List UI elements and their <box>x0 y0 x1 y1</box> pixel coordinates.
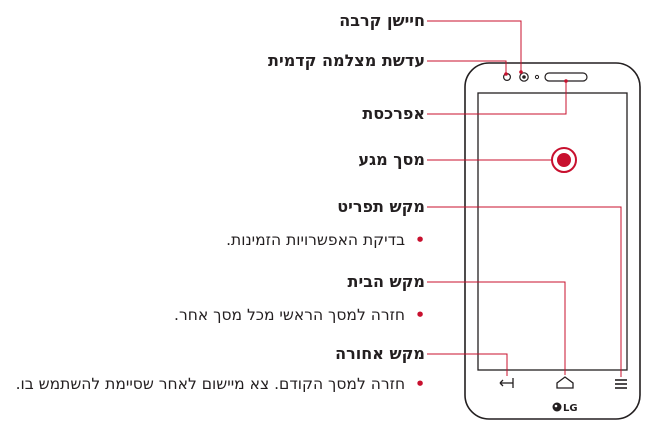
touch-target-inner <box>557 153 571 167</box>
proximity-sensor-label: חיישן קרבה <box>339 11 425 30</box>
bullet-icon: • <box>415 231 425 249</box>
earpiece-label: אפרכסת <box>362 104 425 123</box>
front-camera-label: עדשת מצלמה קדמית <box>268 51 425 70</box>
menu-key-description: • בדיקת האפשרויות הזמינות. <box>95 230 425 251</box>
phone-screen <box>477 92 628 371</box>
back-key-label: מקש אחורה <box>335 344 425 363</box>
menu-key-icon <box>615 379 627 389</box>
home-key-label: מקש הבית <box>347 272 425 291</box>
touch-screen-label: מסך מגע <box>358 150 425 169</box>
back-key-icon <box>499 378 514 388</box>
back-key-description-text: חזרה למסך הקודם. צא מיישום לאחר שסיימת ל… <box>15 375 406 393</box>
front-camera-lens <box>519 72 529 82</box>
menu-key-description-text: בדיקת האפשרויות הזמינות. <box>226 231 406 249</box>
leader-lines <box>427 20 622 377</box>
sensor-dot <box>534 74 540 80</box>
lg-logo-text: LG <box>563 403 578 414</box>
home-key-icon <box>556 376 574 389</box>
bullet-icon: • <box>415 306 425 324</box>
lg-logo-icon <box>552 402 562 412</box>
menu-key-label: מקש תפריט <box>337 197 425 216</box>
back-key-description: • חזרה למסך הקודם. צא מיישום לאחר שסיימת … <box>3 374 425 395</box>
home-key-description-text: חזרה למסך הראשי מכל מסך אחר. <box>174 306 406 324</box>
front-camera-lens-inner <box>522 75 526 79</box>
bullet-icon: • <box>415 375 425 393</box>
home-key-description: • חזרה למסך הראשי מכל מסך אחר. <box>65 305 425 326</box>
